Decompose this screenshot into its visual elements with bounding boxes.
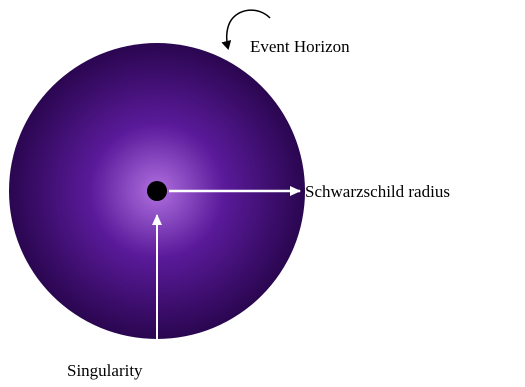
event-horizon-curved-arrow: [221, 9, 271, 50]
event-horizon-label: Event Horizon: [250, 37, 350, 56]
schwarzschild-radius-label: Schwarzschild radius: [305, 182, 450, 201]
singularity-dot: [147, 181, 167, 201]
singularity-label: Singularity: [67, 361, 143, 380]
